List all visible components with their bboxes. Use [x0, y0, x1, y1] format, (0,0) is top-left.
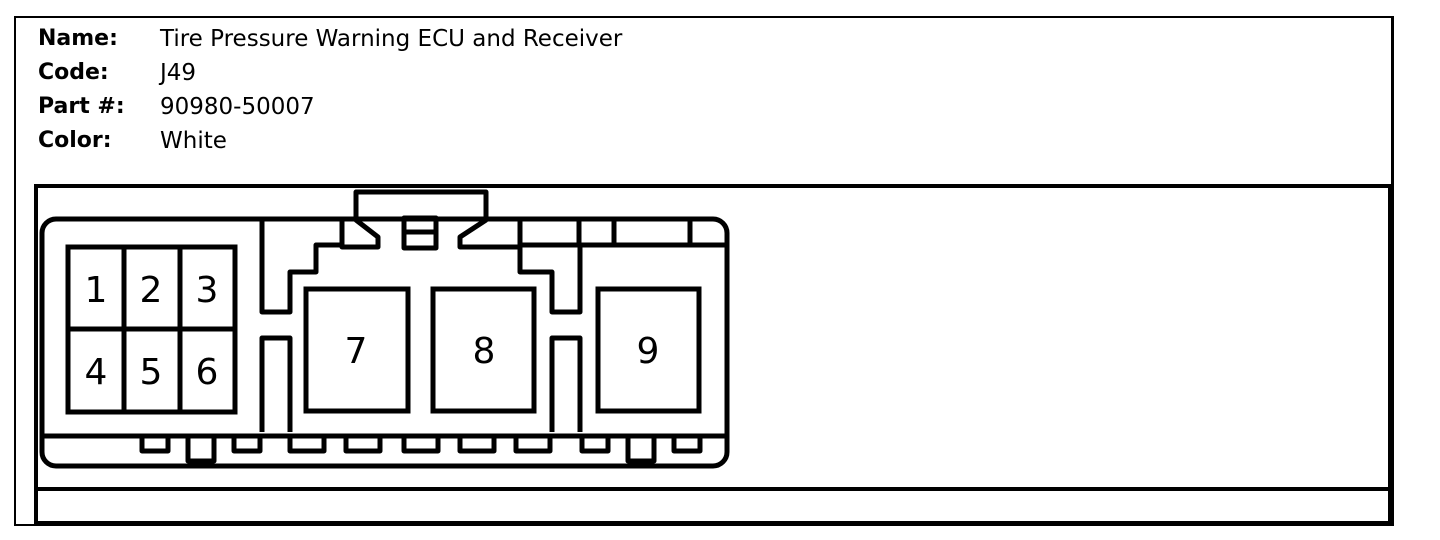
pin-1: 1 — [85, 270, 108, 311]
left-wall — [259, 219, 342, 315]
pin-9: 9 — [637, 331, 660, 372]
pin-2: 2 — [140, 270, 163, 311]
small-pin-grid — [65, 244, 238, 415]
part-label: Part #: — [38, 94, 125, 119]
cavity-9 — [595, 286, 702, 414]
housing-outline — [39, 216, 730, 469]
color-label: Color: — [38, 128, 112, 153]
cavity-8 — [430, 286, 537, 414]
pin-6: 6 — [196, 352, 219, 393]
pin-7: 7 — [345, 331, 368, 372]
name-value: Tire Pressure Warning ECU and Receiver — [160, 26, 623, 52]
left-wall-lower — [259, 335, 293, 432]
pin-8: 8 — [473, 331, 496, 372]
right-wall — [517, 245, 583, 315]
code-value: J49 — [160, 60, 197, 86]
large-pin-cavities — [303, 286, 702, 414]
pin-4: 4 — [85, 352, 108, 393]
lock-tab — [339, 189, 523, 250]
code-label: Code: — [38, 60, 109, 85]
pin-3: 3 — [196, 270, 219, 311]
right-wall-lower — [549, 335, 583, 432]
cavity-7 — [303, 286, 411, 414]
diagram-panel — [34, 184, 1392, 525]
pin-5: 5 — [140, 352, 163, 393]
color-value: White — [160, 128, 227, 154]
name-label: Name: — [38, 26, 118, 51]
connector-housing — [39, 189, 730, 469]
part-value: 90980-50007 — [160, 94, 315, 120]
